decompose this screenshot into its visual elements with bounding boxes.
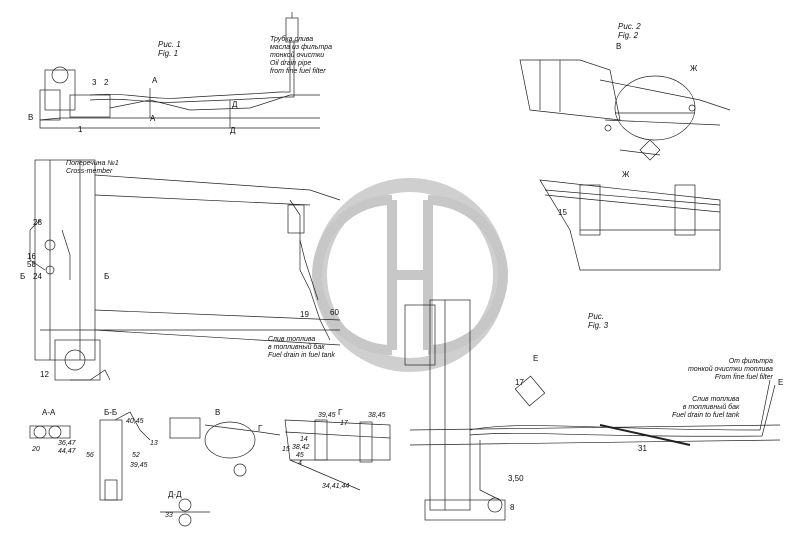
- detail-callout-56: 56: [86, 452, 94, 459]
- detail-bb: [99, 411, 151, 501]
- detail-callout-33: 33: [165, 512, 173, 519]
- detail-title-g: Г: [338, 408, 343, 417]
- detail-callout-17: 17: [340, 420, 348, 427]
- section-mark-d2: Д: [230, 126, 236, 135]
- view-mark-b: В: [28, 113, 34, 122]
- callout-8: 8: [510, 503, 515, 512]
- callout-58: 58: [27, 260, 36, 269]
- section-mark-a: А: [152, 76, 158, 85]
- callout-31: 31: [638, 444, 647, 453]
- detail-callout-38-45: 38,45: [368, 412, 386, 419]
- detail-callout-45: 45: [296, 452, 304, 459]
- detail-callout-39-45b: 39,45: [318, 412, 336, 419]
- detail-g: [284, 419, 391, 491]
- detail-title-v: В: [215, 408, 221, 417]
- detail-mark-g: Г: [258, 424, 263, 433]
- detail-callout-13: 13: [150, 440, 158, 447]
- detail-title-dd: Д-Д: [168, 490, 182, 499]
- detail-dd: [160, 498, 210, 527]
- fig1-engine-view: [39, 12, 320, 129]
- detail-callout-15: 15: [282, 446, 290, 453]
- detail-title-aa: А-А: [42, 408, 56, 417]
- detail-callout-4: 4: [298, 460, 302, 467]
- detail-callout-38-42: 38,42: [292, 444, 310, 451]
- view-mark-e2: Е: [778, 378, 784, 387]
- section-mark-d: Д: [232, 100, 238, 109]
- detail-callout-44-47: 44,47: [58, 448, 76, 455]
- view-mark-e: Е: [533, 354, 539, 363]
- callout-24: 24: [33, 272, 42, 281]
- detail-callout-40-45: 40,45: [126, 418, 144, 425]
- view-mark-zh2: Ж: [622, 170, 630, 179]
- fig2-section-zh: [539, 179, 721, 271]
- watermark-logo-inner: [312, 195, 508, 355]
- callout-60: 60: [330, 308, 339, 317]
- callout-1: 1: [78, 125, 83, 134]
- detail-callout-34-41-44: 34,41,44: [322, 483, 350, 490]
- fig3-frame-view: [404, 299, 781, 521]
- callout-3: 3: [92, 78, 97, 87]
- fig1-title: Рис. 1 Fig. 1: [158, 40, 181, 58]
- callout-3-50: 3,50: [508, 474, 524, 483]
- detail-callout-14: 14: [300, 436, 308, 443]
- callout-12: 12: [40, 370, 49, 379]
- detail-callout-20: 20: [32, 446, 40, 453]
- view-mark-zh: Ж: [690, 64, 698, 73]
- section-mark-a2: А: [150, 114, 156, 123]
- callout-19: 19: [300, 310, 309, 319]
- section-mark-b2: Б: [104, 272, 110, 281]
- fig2-tank-view: [519, 59, 731, 161]
- fig3-title: Рис. Fig. 3: [588, 312, 609, 330]
- fig2-title: Рис. 2 Fig. 2: [618, 22, 641, 40]
- fig1-frame-plan: [29, 159, 341, 381]
- section-mark-b1: Б: [20, 272, 26, 281]
- view-mark-v: В: [616, 42, 622, 51]
- callout-16: 16: [27, 252, 36, 261]
- detail-aa: [29, 425, 71, 439]
- callout-2: 2: [104, 78, 109, 87]
- callout-15-fig2: 15: [558, 208, 567, 217]
- detail-callout-52: 52: [132, 452, 140, 459]
- detail-v: [169, 417, 281, 477]
- detail-callout-39-45: 39,45: [130, 462, 148, 469]
- callout-17-fig3: 17: [515, 378, 524, 387]
- detail-title-bb: Б-Б: [104, 408, 118, 417]
- callout-28: 28: [33, 218, 42, 227]
- detail-callout-36-47: 36,47: [58, 440, 76, 447]
